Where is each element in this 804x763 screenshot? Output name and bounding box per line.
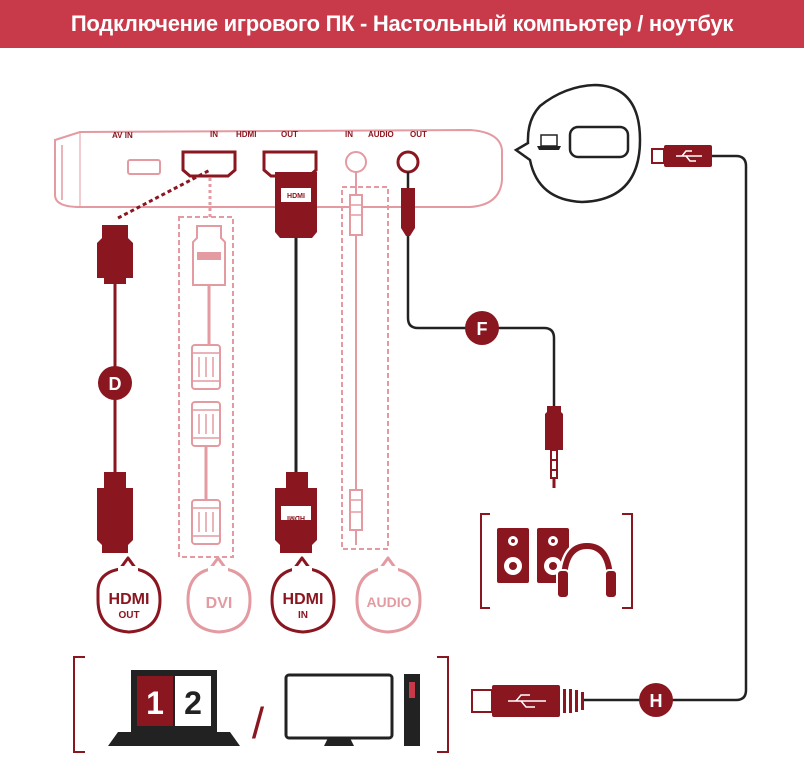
- connector-label-hdmi-in: HDMI IN: [270, 556, 336, 634]
- tower-pc-icon: [404, 674, 420, 746]
- audio-out-cable: [401, 172, 563, 488]
- connection-diagram: AV IN IN HDMI OUT IN AUDIO OUT D HDMI: [54, 83, 748, 753]
- av-in-port: [127, 159, 161, 175]
- hdmi-label: HDMI: [236, 130, 256, 139]
- av-in-label: AV IN: [112, 131, 133, 140]
- hdmi-in-cable: HDMI HDMI: [275, 172, 317, 553]
- hdmi-out-line2: OUT: [118, 610, 139, 621]
- hdmi-in-sublabel: IN: [210, 130, 218, 139]
- audio-connector-label: AUDIO: [366, 594, 411, 610]
- connector-label-audio: AUDIO: [355, 556, 422, 634]
- marker-f: F: [465, 311, 499, 345]
- laptop-small-icon: [537, 134, 561, 150]
- audio-out-sublabel: OUT: [410, 130, 427, 139]
- hdmi-out-sublabel: OUT: [281, 130, 298, 139]
- hdmi-out-cable: [97, 168, 211, 553]
- screen-one-label: 1: [146, 685, 164, 721]
- usb-icon: [676, 150, 702, 162]
- pc-devices-group: 1 2 /: [73, 656, 449, 753]
- audio-out-port: [396, 150, 420, 174]
- dvi-label: DVI: [206, 595, 233, 612]
- separator-slash: /: [252, 699, 265, 748]
- marker-d-label: D: [109, 374, 122, 394]
- hdmi-out-line1: HDMI: [109, 591, 150, 608]
- hdmi-in-port: [181, 150, 237, 178]
- connector-label-hdmi-out: HDMI OUT: [96, 556, 162, 634]
- hdmi-plug-label-top: HDMI: [287, 193, 305, 200]
- marker-h-label: H: [650, 691, 663, 711]
- audio-cable: [341, 172, 389, 550]
- hdmi-in-line2: IN: [298, 610, 308, 621]
- connector-label-dvi: DVI: [186, 556, 252, 634]
- dvi-cable: [178, 178, 234, 558]
- marker-d: D: [98, 366, 132, 400]
- audio-in-port: [345, 151, 367, 173]
- pc-callout-bubble: [513, 83, 642, 204]
- speakers-headphones-group: [480, 513, 633, 609]
- marker-f-label: F: [477, 319, 488, 339]
- desktop-pc-icon: [568, 125, 630, 159]
- monitor-icon: [284, 673, 394, 746]
- screen-two-label: 2: [184, 685, 202, 721]
- headphones-icon: [556, 540, 618, 599]
- audio-in-sublabel: IN: [345, 130, 353, 139]
- marker-h: H: [639, 683, 673, 717]
- audio-label: AUDIO: [368, 130, 394, 139]
- laptop-icon: 1 2: [108, 670, 240, 746]
- usb-cable: [471, 145, 748, 717]
- usb-icon-large: [508, 694, 546, 708]
- hdmi-in-line1: HDMI: [283, 591, 324, 608]
- hdmi-plug-label-bottom: HDMI: [287, 514, 305, 521]
- page-title: Подключение игрового ПК - Настольный ком…: [0, 0, 804, 48]
